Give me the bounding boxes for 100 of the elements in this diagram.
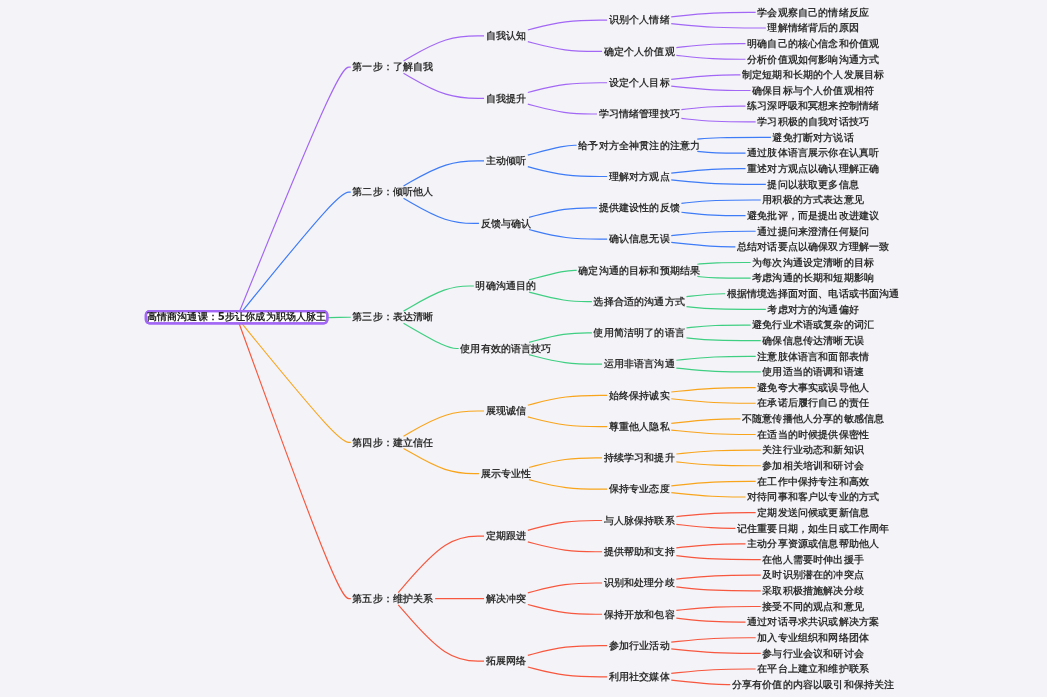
connector bbox=[675, 555, 762, 561]
connector bbox=[670, 668, 757, 675]
node-text: 学习积极的自我对话技巧 bbox=[757, 115, 870, 128]
node-text: 考虑对方的沟通偏好 bbox=[767, 303, 859, 316]
connector bbox=[527, 603, 603, 615]
node-text: 采取积极措施解决分歧 bbox=[762, 584, 864, 597]
node-text: 保持专业态度 bbox=[608, 483, 670, 495]
connector bbox=[402, 285, 475, 312]
connector bbox=[527, 394, 608, 406]
connector bbox=[675, 574, 762, 580]
node-text: 展现诚信 bbox=[485, 404, 527, 417]
connector bbox=[675, 605, 762, 611]
node-text: 总结对话要点以确保双方理解一致 bbox=[736, 240, 890, 253]
connector bbox=[675, 523, 736, 529]
node-text: 在他人需要时伸出援手 bbox=[762, 553, 864, 566]
node-text: 提供建设性的反馈 bbox=[598, 201, 680, 214]
node-text: 使用有效的语言技巧 bbox=[460, 342, 552, 355]
node-text: 通过提问来澄清任何疑问 bbox=[757, 225, 870, 237]
node-text: 重述对方观点以确认理解正确 bbox=[747, 162, 880, 175]
node-text: 考虑沟通的长期和短期影响 bbox=[752, 272, 875, 284]
connector bbox=[241, 323, 352, 443]
node-text: 提问以获取更多信息 bbox=[767, 178, 859, 190]
connector bbox=[696, 275, 752, 279]
node-text: 利用社交媒体 bbox=[608, 670, 670, 683]
node-text: 拓展网络 bbox=[485, 655, 527, 667]
connector bbox=[527, 103, 598, 115]
connector bbox=[685, 306, 767, 310]
connector bbox=[527, 82, 608, 94]
connector bbox=[675, 449, 762, 455]
connector bbox=[528, 291, 593, 303]
node-text: 学习情绪管理技巧 bbox=[598, 107, 680, 120]
connector bbox=[675, 54, 747, 60]
connector bbox=[675, 461, 762, 467]
connector bbox=[402, 197, 480, 224]
node-text: 第一步：了解自我 bbox=[352, 60, 434, 73]
connector bbox=[670, 648, 762, 654]
connector bbox=[528, 479, 608, 490]
connector bbox=[238, 66, 352, 313]
node-text: 第三步：表达清晰 bbox=[352, 311, 434, 323]
node-text: 给予对方全神贯注的注意力 bbox=[578, 139, 701, 151]
connector bbox=[528, 207, 598, 218]
connector bbox=[527, 519, 603, 531]
node-text: 第五步：维护关系 bbox=[352, 592, 434, 605]
node-text: 明确自己的核心信念和价值观 bbox=[747, 37, 880, 50]
node-text: 分享有价值的内容以吸引和保持关注 bbox=[731, 678, 895, 691]
node-text: 理解情绪背后的原因 bbox=[767, 21, 859, 34]
connector bbox=[402, 447, 480, 475]
connector bbox=[397, 604, 485, 662]
node-text: 在平台上建立和维护联系 bbox=[757, 662, 870, 675]
connector bbox=[670, 230, 757, 237]
connector bbox=[241, 191, 352, 313]
node-text: 不随意传播他人分享的敏感信息 bbox=[742, 412, 885, 425]
connector bbox=[527, 144, 578, 156]
connector bbox=[685, 337, 762, 342]
node-text: 用积极的方式表达意见 bbox=[762, 193, 864, 206]
node-text: 注意肢体语言和面部表情 bbox=[757, 350, 870, 362]
node-text: 设定个人目标 bbox=[608, 76, 670, 89]
node-text: 保持开放和包容 bbox=[603, 608, 675, 620]
node-text: 主动倾听 bbox=[485, 154, 527, 167]
node-text: 解决冲突 bbox=[485, 592, 527, 605]
node-text: 展示专业性 bbox=[480, 467, 532, 480]
node-text: 确保目标与个人价值观相符 bbox=[752, 84, 875, 97]
connector bbox=[527, 541, 603, 553]
node-text: 定期发送问候或更新信息 bbox=[757, 506, 870, 519]
node-text: 明确沟通目的 bbox=[475, 279, 537, 292]
connector bbox=[675, 43, 747, 49]
node-text: 自我认知 bbox=[485, 29, 527, 42]
connector bbox=[680, 199, 762, 204]
connector bbox=[670, 85, 752, 92]
node-text: 通过对话寻求共识或解决方案 bbox=[747, 615, 880, 628]
node-text: 确定个人价值观 bbox=[603, 45, 675, 58]
node-text: 运用非语言沟通 bbox=[603, 358, 675, 370]
node-text: 定期跟进 bbox=[485, 530, 527, 542]
connector bbox=[402, 160, 485, 187]
node-text: 在适当的时候提供保密性 bbox=[757, 428, 870, 441]
connector bbox=[680, 211, 747, 217]
connector bbox=[528, 457, 603, 469]
node-text: 始终保持诚实 bbox=[608, 389, 670, 402]
connector bbox=[670, 387, 757, 393]
connector bbox=[527, 416, 608, 428]
connector bbox=[528, 354, 603, 365]
connector bbox=[327, 316, 352, 319]
node-text: 持续学习和提升 bbox=[603, 451, 675, 464]
connector bbox=[527, 644, 608, 656]
node-text: 参加行业活动 bbox=[608, 639, 670, 652]
node-text: 确认信息无误 bbox=[608, 232, 670, 245]
connector bbox=[696, 261, 752, 265]
connector bbox=[527, 41, 603, 53]
node-text: 参与行业会议和研讨会 bbox=[762, 647, 864, 659]
node-text: 使用适当的语调和语速 bbox=[762, 365, 864, 378]
connector bbox=[670, 179, 767, 185]
connector bbox=[670, 398, 757, 404]
node-text: 根据情境选择面对面、电话或书面沟通 bbox=[726, 287, 900, 300]
node-text: 提供帮助和支持 bbox=[603, 545, 675, 558]
connector bbox=[670, 429, 757, 436]
node-text: 及时识别潜在的冲突点 bbox=[762, 569, 864, 581]
node-text: 在承诺后履行自己的责任 bbox=[757, 397, 870, 409]
connector bbox=[675, 355, 757, 361]
node-text: 避免夸大事实或误导他人 bbox=[757, 381, 870, 394]
connector bbox=[670, 22, 767, 29]
